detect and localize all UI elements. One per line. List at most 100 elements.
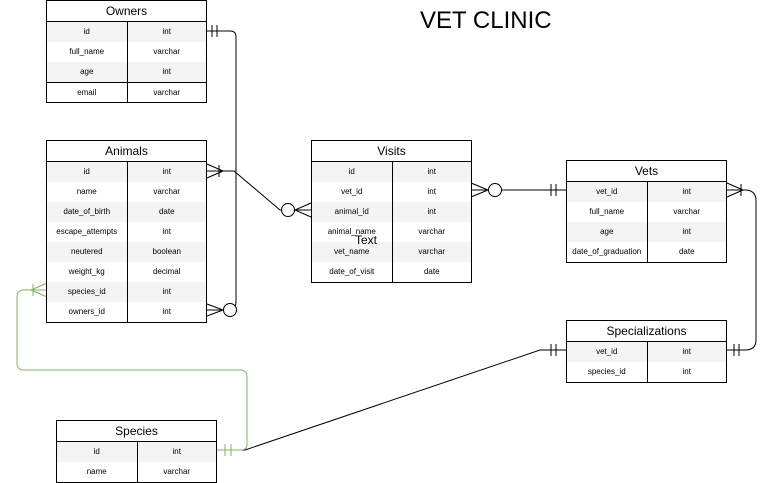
field-name: animal_id	[312, 202, 393, 222]
visits-vets-relation[interactable]	[470, 182, 566, 198]
table-row[interactable]: owners_id int	[47, 302, 206, 322]
table-row[interactable]: species_id int	[567, 362, 726, 382]
field-name: full_name	[567, 202, 648, 222]
field-name: id	[57, 442, 138, 462]
field-name: id	[47, 162, 128, 182]
field-name: owners_id	[47, 302, 128, 322]
field-name: escape_attempts	[47, 222, 128, 242]
animals-table-header: Animals	[47, 141, 206, 162]
vets-table[interactable]: Vets vet_id int full_name varchar age in…	[566, 160, 727, 263]
specializations-table[interactable]: Specializations vet_id int species_id in…	[566, 320, 727, 383]
table-row[interactable]: id int	[47, 22, 206, 42]
field-name: vet_id	[312, 182, 393, 202]
owners-table-header: Owners	[47, 1, 206, 22]
table-row[interactable]: id int	[57, 442, 216, 462]
field-name: date_of_visit	[312, 262, 393, 282]
species-animals-relation[interactable]	[16, 282, 248, 456]
visits-table-header: Visits	[312, 141, 471, 162]
field-name: weight_kg	[47, 262, 128, 282]
species-specializations-relation[interactable]	[217, 344, 566, 451]
field-type: decimal	[152, 267, 181, 276]
field-type: int	[682, 187, 691, 196]
field-type: int	[427, 187, 436, 196]
field-name: animal_name	[312, 222, 393, 242]
field-type: varchar	[153, 47, 181, 56]
species-specializations-line	[217, 349, 566, 451]
field-type: int	[682, 367, 691, 376]
field-type: int	[162, 287, 171, 296]
table-row[interactable]: neutered boolean	[47, 242, 206, 262]
field-type: int	[162, 67, 171, 76]
table-row[interactable]: weight_kg decimal	[47, 262, 206, 282]
field-type: date	[423, 267, 440, 276]
field-name: name	[47, 182, 128, 202]
field-name: vet_name	[312, 242, 393, 262]
field-type: int	[162, 307, 171, 316]
animals-crowfoot	[206, 163, 224, 179]
field-type: int	[162, 167, 171, 176]
table-row[interactable]: full_name varchar	[47, 42, 206, 62]
table-row[interactable]: vet_id int	[312, 182, 471, 202]
species-table[interactable]: Species id int name varchar	[56, 420, 217, 483]
owners-animals-relation[interactable]	[206, 25, 237, 317]
visits-many-crowfoot	[294, 202, 312, 218]
animals-species-crowfoot	[30, 282, 48, 298]
field-name: name	[57, 462, 138, 482]
visits-crowfoot	[470, 182, 489, 198]
table-row[interactable]: date_of_graduation date	[567, 242, 726, 262]
table-row[interactable]: vet_id int	[567, 342, 726, 362]
table-row[interactable]: date_of_birth date	[47, 202, 206, 222]
animals-visits-line	[207, 170, 311, 211]
animals-many-crowfoot	[206, 303, 224, 317]
animals-table[interactable]: Animals id int name varchar date_of_birt…	[46, 140, 207, 323]
field-type: int	[172, 447, 181, 456]
field-name: id	[312, 162, 393, 182]
vets-table-header: Vets	[567, 161, 726, 182]
animals-visits-relation[interactable]	[206, 163, 312, 218]
table-row[interactable]: vet_id int	[567, 182, 726, 202]
table-row[interactable]: date_of_visit date	[312, 262, 471, 282]
owners-table[interactable]: Owners id int full_name varchar age int …	[46, 0, 207, 103]
floating-text-label[interactable]: Text	[355, 233, 378, 247]
table-row[interactable]: email varchar	[47, 82, 206, 102]
field-name: age	[47, 62, 128, 82]
field-name: date_of_birth	[47, 202, 128, 222]
visits-table[interactable]: Visits id int vet_id int animal_id int a…	[311, 140, 472, 283]
field-type: int	[682, 227, 691, 236]
table-row[interactable]: vet_name varchar	[312, 242, 471, 262]
specializations-table-header: Specializations	[567, 321, 726, 342]
field-type: varchar	[418, 227, 446, 236]
field-type: int	[162, 27, 171, 36]
table-row[interactable]: full_name varchar	[567, 202, 726, 222]
animals-optional-circle	[223, 303, 237, 317]
table-row[interactable]: id int	[47, 162, 206, 182]
vets-crowfoot	[726, 182, 744, 198]
species-animals-line	[16, 289, 248, 451]
field-name: vet_id	[567, 182, 648, 202]
field-name: email	[47, 83, 128, 102]
vets-specializations-relation[interactable]	[726, 182, 757, 356]
table-row[interactable]: species_id int	[47, 282, 206, 302]
field-type: int	[427, 167, 436, 176]
table-row[interactable]: age int	[47, 62, 206, 82]
field-name: species_id	[567, 362, 648, 382]
table-row[interactable]: animal_id int	[312, 202, 471, 222]
table-row[interactable]: name varchar	[47, 182, 206, 202]
field-type: int	[427, 207, 436, 216]
field-type: varchar	[418, 247, 446, 256]
field-type: varchar	[673, 207, 701, 216]
visits-vets-circle	[488, 183, 502, 197]
field-type: date	[158, 207, 175, 216]
field-type: boolean	[152, 247, 181, 256]
table-row[interactable]: escape_attempts int	[47, 222, 206, 242]
field-type: varchar	[163, 467, 191, 476]
table-row[interactable]: id int	[312, 162, 471, 182]
table-row[interactable]: animal_name varchar	[312, 222, 471, 242]
table-row[interactable]: name varchar	[57, 462, 216, 482]
table-row[interactable]: age int	[567, 222, 726, 242]
field-name: date_of_graduation	[567, 242, 648, 262]
field-type: int	[682, 347, 691, 356]
visits-optional-circle	[281, 203, 295, 217]
species-table-header: Species	[57, 421, 216, 442]
